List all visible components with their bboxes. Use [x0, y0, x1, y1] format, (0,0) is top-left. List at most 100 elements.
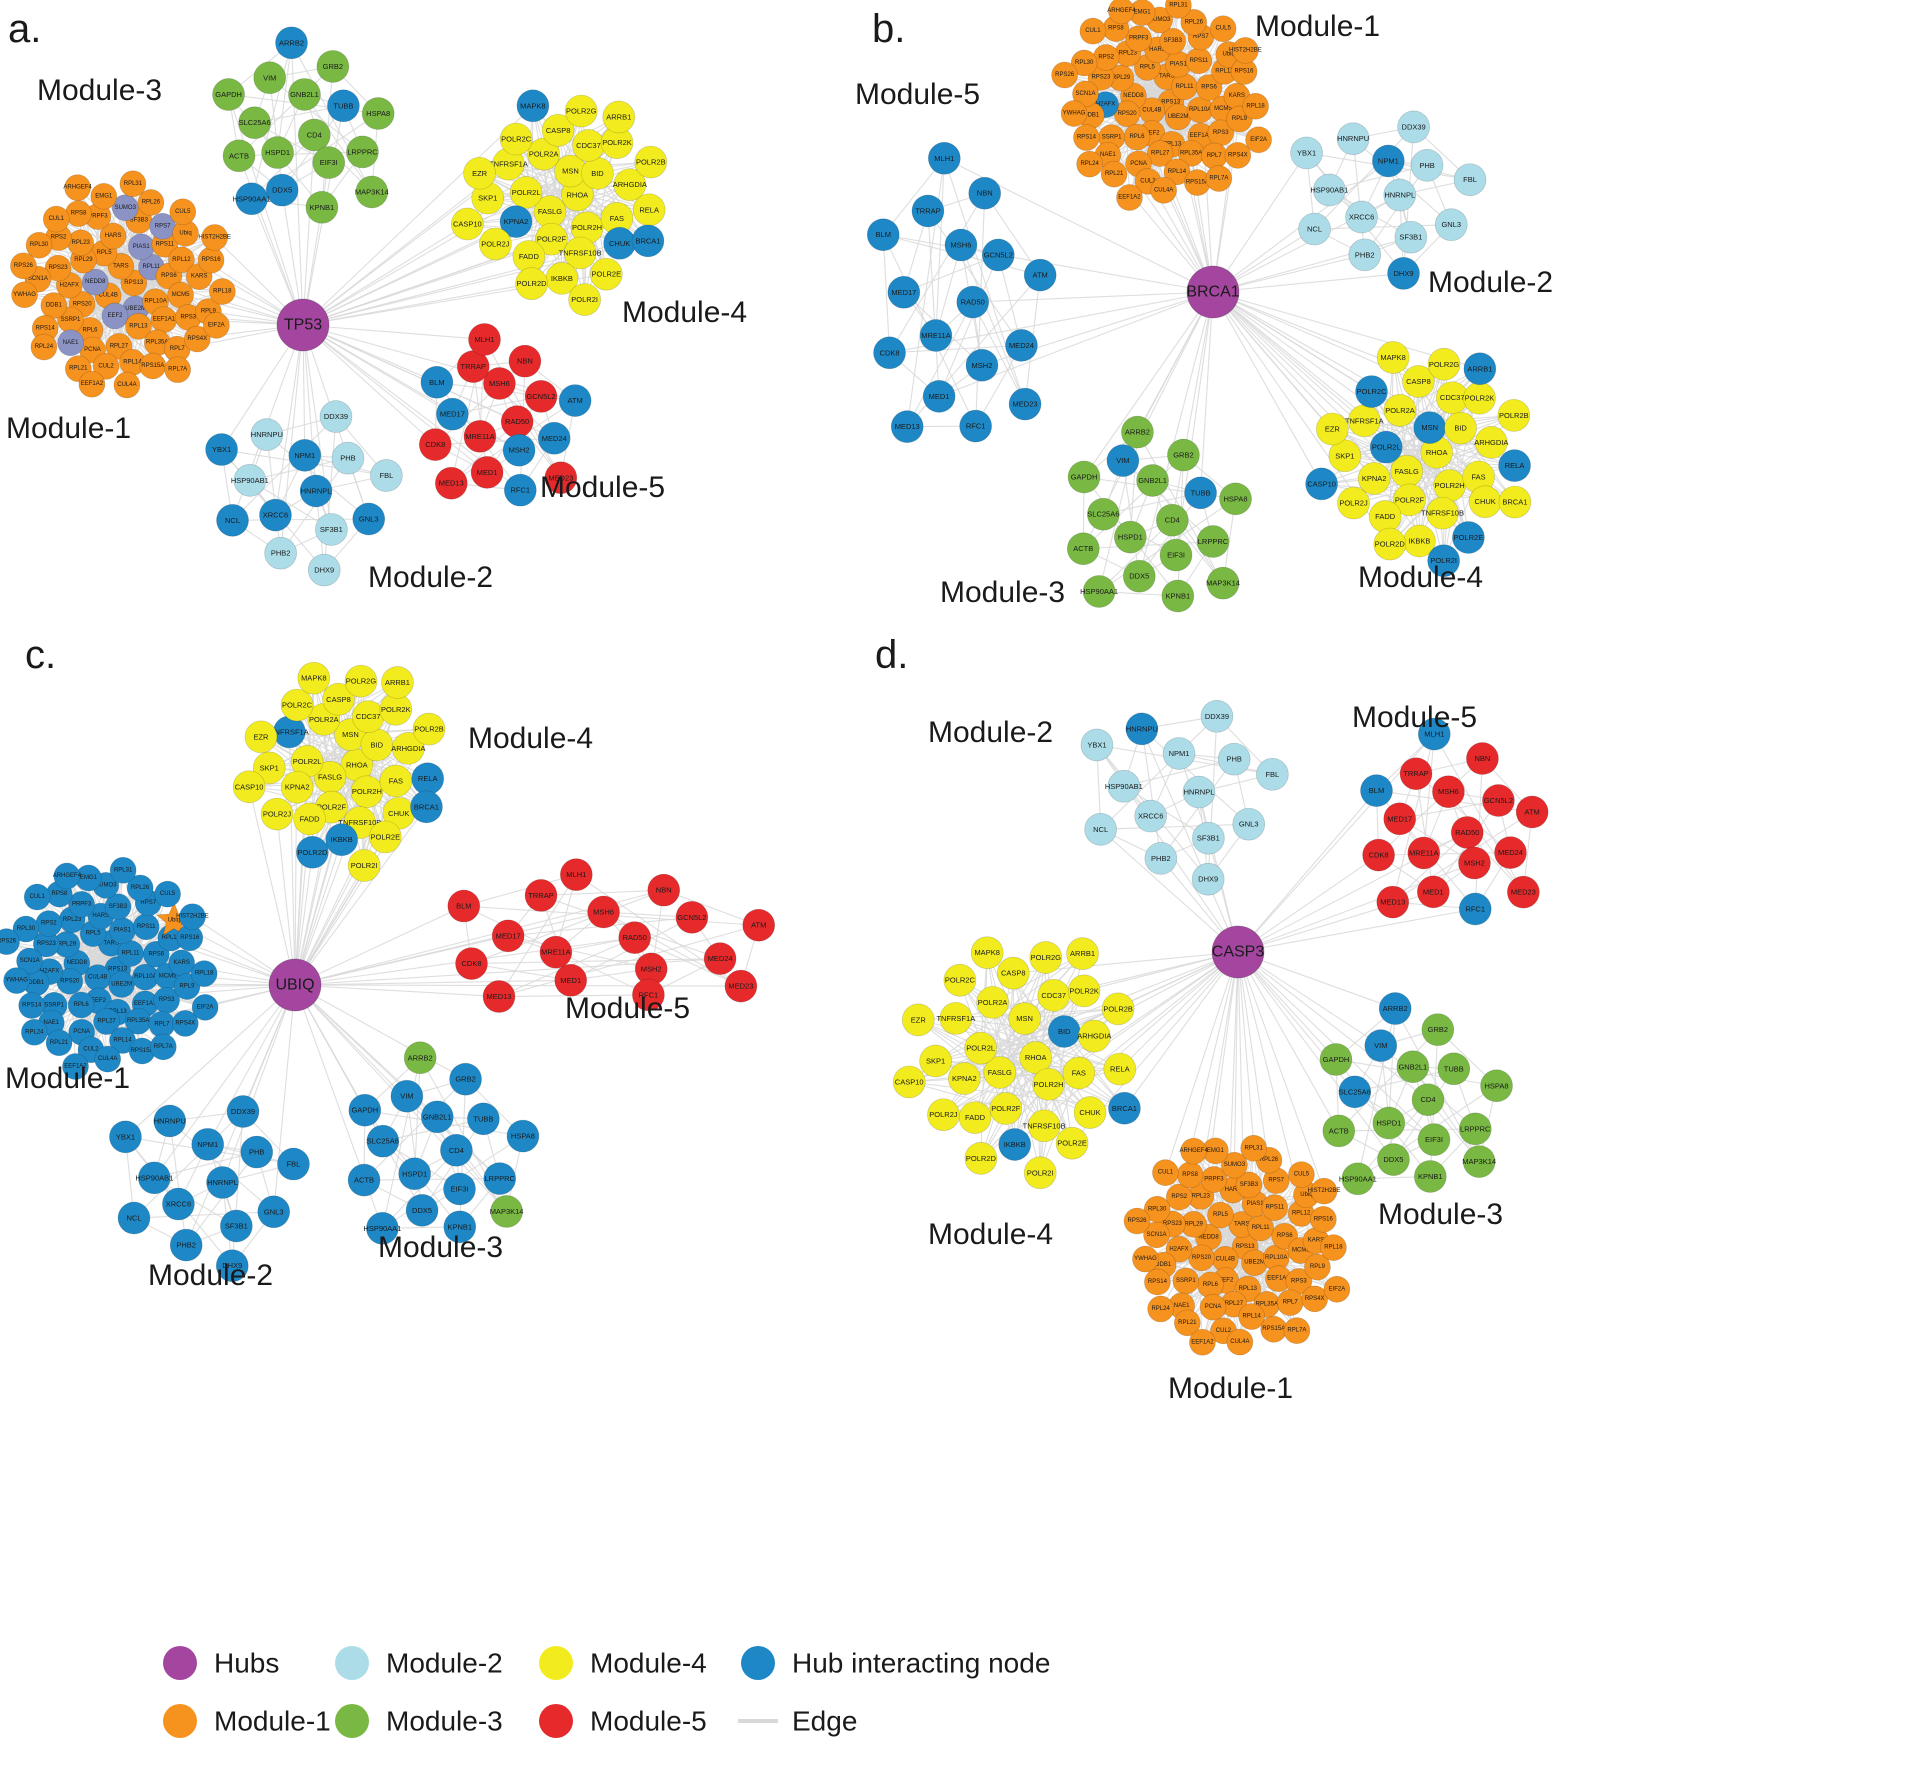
gene-circle	[297, 118, 331, 152]
gene-node-HNRNPL: HNRNPL	[299, 474, 333, 508]
gene-label: PHB	[249, 1148, 264, 1157]
gene-circle	[890, 410, 924, 443]
gene-label: KPNB1	[1418, 1172, 1443, 1181]
gene-label: PRPF3	[1204, 1176, 1224, 1182]
gene-node-XRCC6: XRCC6	[1134, 799, 1168, 833]
gene-label: POLR2L	[966, 1044, 995, 1053]
edge	[294, 780, 397, 986]
gene-circle	[1410, 149, 1444, 182]
gene-label: UBE2M	[1244, 1260, 1265, 1266]
gene-label: RPL12	[162, 935, 181, 941]
gene-node-CASP8: CASP8	[996, 956, 1030, 990]
gene-label: DDB1	[1083, 113, 1100, 119]
gene-node-EEF1A2: EEF1A2	[1189, 1328, 1216, 1356]
gene-label: MED1	[929, 392, 950, 401]
gene-circle	[1298, 212, 1331, 246]
gene-circle	[261, 136, 294, 169]
gene-label: PCNA	[73, 1029, 90, 1035]
gene-label: IKBKB	[1004, 1140, 1026, 1149]
edge	[302, 162, 330, 326]
gene-node-MED24: MED24	[1494, 836, 1527, 870]
gene-label: POLR2F	[317, 803, 347, 812]
gene-node-POLR2G: POLR2G	[1427, 347, 1461, 381]
legend-swatch	[163, 1646, 197, 1680]
gene-label: HSP90AB1	[231, 476, 269, 485]
gene-label: RPL30	[30, 242, 49, 248]
gene-label: EEF2	[91, 998, 107, 1004]
gene-circle	[1393, 483, 1426, 517]
gene-label: RPS11	[1190, 58, 1209, 64]
gene-label: PHB2	[176, 1241, 196, 1250]
gene-label: NCL	[127, 1214, 142, 1223]
gene-label: PHB	[1419, 161, 1434, 170]
gene-node-EIF2A: EIF2A	[191, 993, 219, 1021]
gene-node-RPL11: RPL11	[1171, 73, 1198, 101]
gene-label: BLM	[456, 902, 471, 911]
gene-label: SF3B1	[1197, 834, 1220, 843]
gene-label: GAPDH	[1071, 473, 1098, 482]
gene-label: SKP1	[926, 1057, 945, 1066]
edge	[1212, 152, 1308, 293]
gene-node-MED17: MED17	[1383, 802, 1417, 836]
gene-label: EZR	[253, 732, 269, 741]
gene-label: TUBB	[1444, 1064, 1464, 1073]
gene-label: RPS23	[49, 265, 69, 271]
gene-label: RPS20	[1118, 111, 1138, 117]
gene-circle	[209, 278, 236, 305]
gene-node-ARRB2: ARRB2	[1378, 992, 1412, 1025]
gene-node-SKP1: SKP1	[1328, 439, 1362, 473]
gene-label: ARHGEF4	[1107, 8, 1136, 14]
gene-circle	[1165, 0, 1192, 19]
gene-label: SKP1	[260, 763, 279, 772]
gene-label: RPS20	[1192, 1255, 1212, 1261]
gene-label: LRPPRC	[347, 147, 378, 156]
gene-circle	[634, 145, 668, 179]
legend-swatch	[539, 1704, 573, 1738]
gene-circle	[524, 380, 558, 413]
gene-node-EEF1A2: EEF1A2	[78, 370, 106, 398]
gene-label: MSH6	[593, 908, 614, 917]
panel-a: CD4HSPD1GNB2L1EIF3ISLC25A6TUBBDDX5VIMLRP…	[6, 7, 747, 594]
gene-label: PRPF3	[1129, 36, 1149, 42]
gene-label: RPL29	[58, 941, 77, 947]
gene-circle	[350, 775, 384, 809]
gene-label: TNFRSF10B	[1421, 509, 1464, 518]
gene-node-POLR2L: POLR2L	[964, 1031, 998, 1065]
edge	[463, 874, 577, 907]
gene-label: CASP10	[1307, 479, 1336, 488]
gene-node-RPS16: RPS16	[1309, 1206, 1337, 1233]
gene-label: RPL9	[201, 309, 217, 315]
gene-circle	[44, 254, 72, 282]
gene-circle	[451, 207, 484, 241]
edge	[304, 94, 373, 193]
legend-swatch	[335, 1704, 369, 1738]
gene-label: SCN1A	[28, 276, 48, 282]
gene-node-BRCA1: BRCA1	[1108, 1091, 1141, 1125]
gene-circle	[183, 325, 211, 353]
gene-label: RPS7	[140, 900, 156, 906]
gene-circle	[1498, 485, 1532, 519]
gene-circle	[101, 302, 129, 330]
gene-label: UBE2M	[125, 306, 146, 312]
edge	[1083, 291, 1214, 478]
gene-node-DDX39: DDX39	[1397, 110, 1430, 144]
gene-node-MED13: MED13	[1376, 885, 1410, 919]
gene-node-RFC1: RFC1	[503, 473, 537, 507]
gene-circle	[866, 218, 900, 252]
edge	[1212, 291, 1480, 399]
edge	[540, 889, 664, 896]
gene-label: MSN	[1421, 423, 1438, 432]
edge	[239, 151, 363, 157]
legend-label: Module-3	[386, 1706, 503, 1737]
gene-label: RPL26	[142, 200, 161, 206]
gene-circle	[40, 292, 68, 319]
gene-node-CDC37: CDC37	[1037, 979, 1071, 1012]
edge	[984, 192, 1041, 276]
gene-circle	[483, 367, 516, 400]
gene-label: KARS	[1229, 93, 1245, 99]
gene-circle	[99, 222, 127, 250]
gene-label: EMG1	[1134, 10, 1152, 16]
gene-label: GNB2L1	[290, 90, 319, 99]
gene-label: RPS15A	[1186, 180, 1209, 186]
gene-label: GAPDH	[351, 1106, 378, 1115]
